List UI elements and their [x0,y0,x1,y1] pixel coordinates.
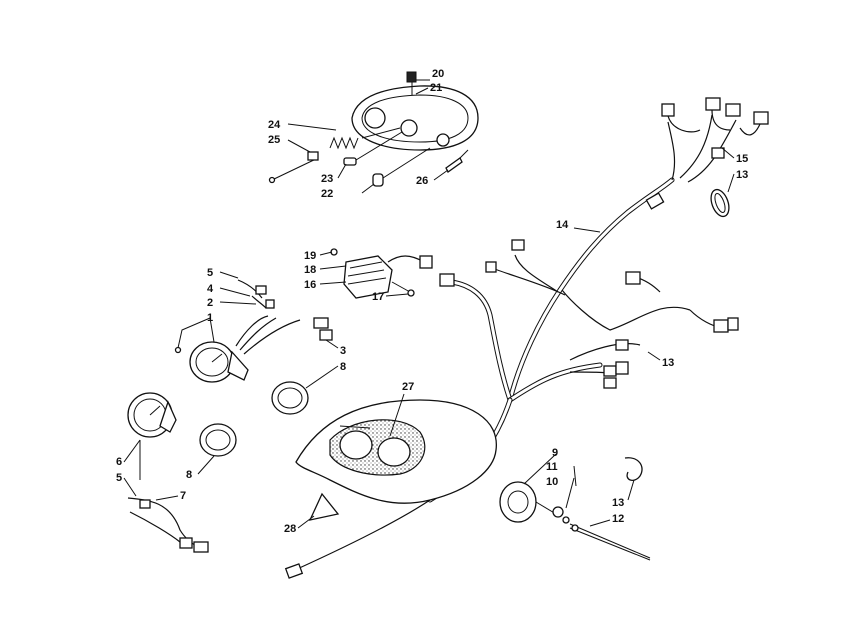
label-12: 12 [612,513,624,525]
gauge-bezel-lower-inner [205,429,231,451]
label-13-bottom: 13 [612,497,624,509]
label-13-top: 13 [736,169,748,181]
gauge-bezel-upper-inner [277,387,303,409]
speedometer [174,279,333,383]
label-5-upper: 5 [207,267,213,279]
label-7: 7 [180,490,186,502]
label-11: 11 [546,461,558,473]
label-4: 4 [207,283,214,295]
label-17: 17 [372,291,384,303]
headlight-assembly [268,71,479,187]
label-6: 6 [116,456,122,468]
wire-harness-15 [661,97,769,218]
label-9: 9 [552,447,558,459]
decal [308,492,340,521]
label-19: 19 [304,250,316,262]
label-15: 15 [736,153,748,165]
label-27: 27 [402,381,414,393]
part-labels: 20 21 24 25 23 22 26 19 18 16 17 5 4 2 1… [116,68,748,535]
label-5-lower: 5 [116,472,122,484]
label-8-upper: 8 [340,361,346,373]
voltage-regulator [330,248,433,299]
dash-panel [295,399,497,504]
label-1: 1 [207,312,213,324]
label-28: 28 [284,523,296,535]
label-20: 20 [432,68,444,80]
leader-lines [123,79,735,529]
tachometer [127,392,209,553]
label-23: 23 [321,173,333,185]
label-10: 10 [546,476,558,488]
label-14: 14 [556,219,569,231]
speed-sensor-assembly [499,457,651,561]
label-3: 3 [340,345,346,357]
label-8-lower: 8 [186,469,192,481]
label-16: 16 [304,279,316,291]
label-24: 24 [268,119,281,131]
label-2: 2 [207,297,213,309]
label-18: 18 [304,264,316,276]
gauge-bezel-upper [271,381,309,415]
gauge-bezel-lower [199,423,237,457]
label-26: 26 [416,175,428,187]
label-21: 21 [430,82,442,94]
label-22: 22 [321,188,333,200]
label-13-middle: 13 [662,357,674,369]
label-25: 25 [268,134,280,146]
